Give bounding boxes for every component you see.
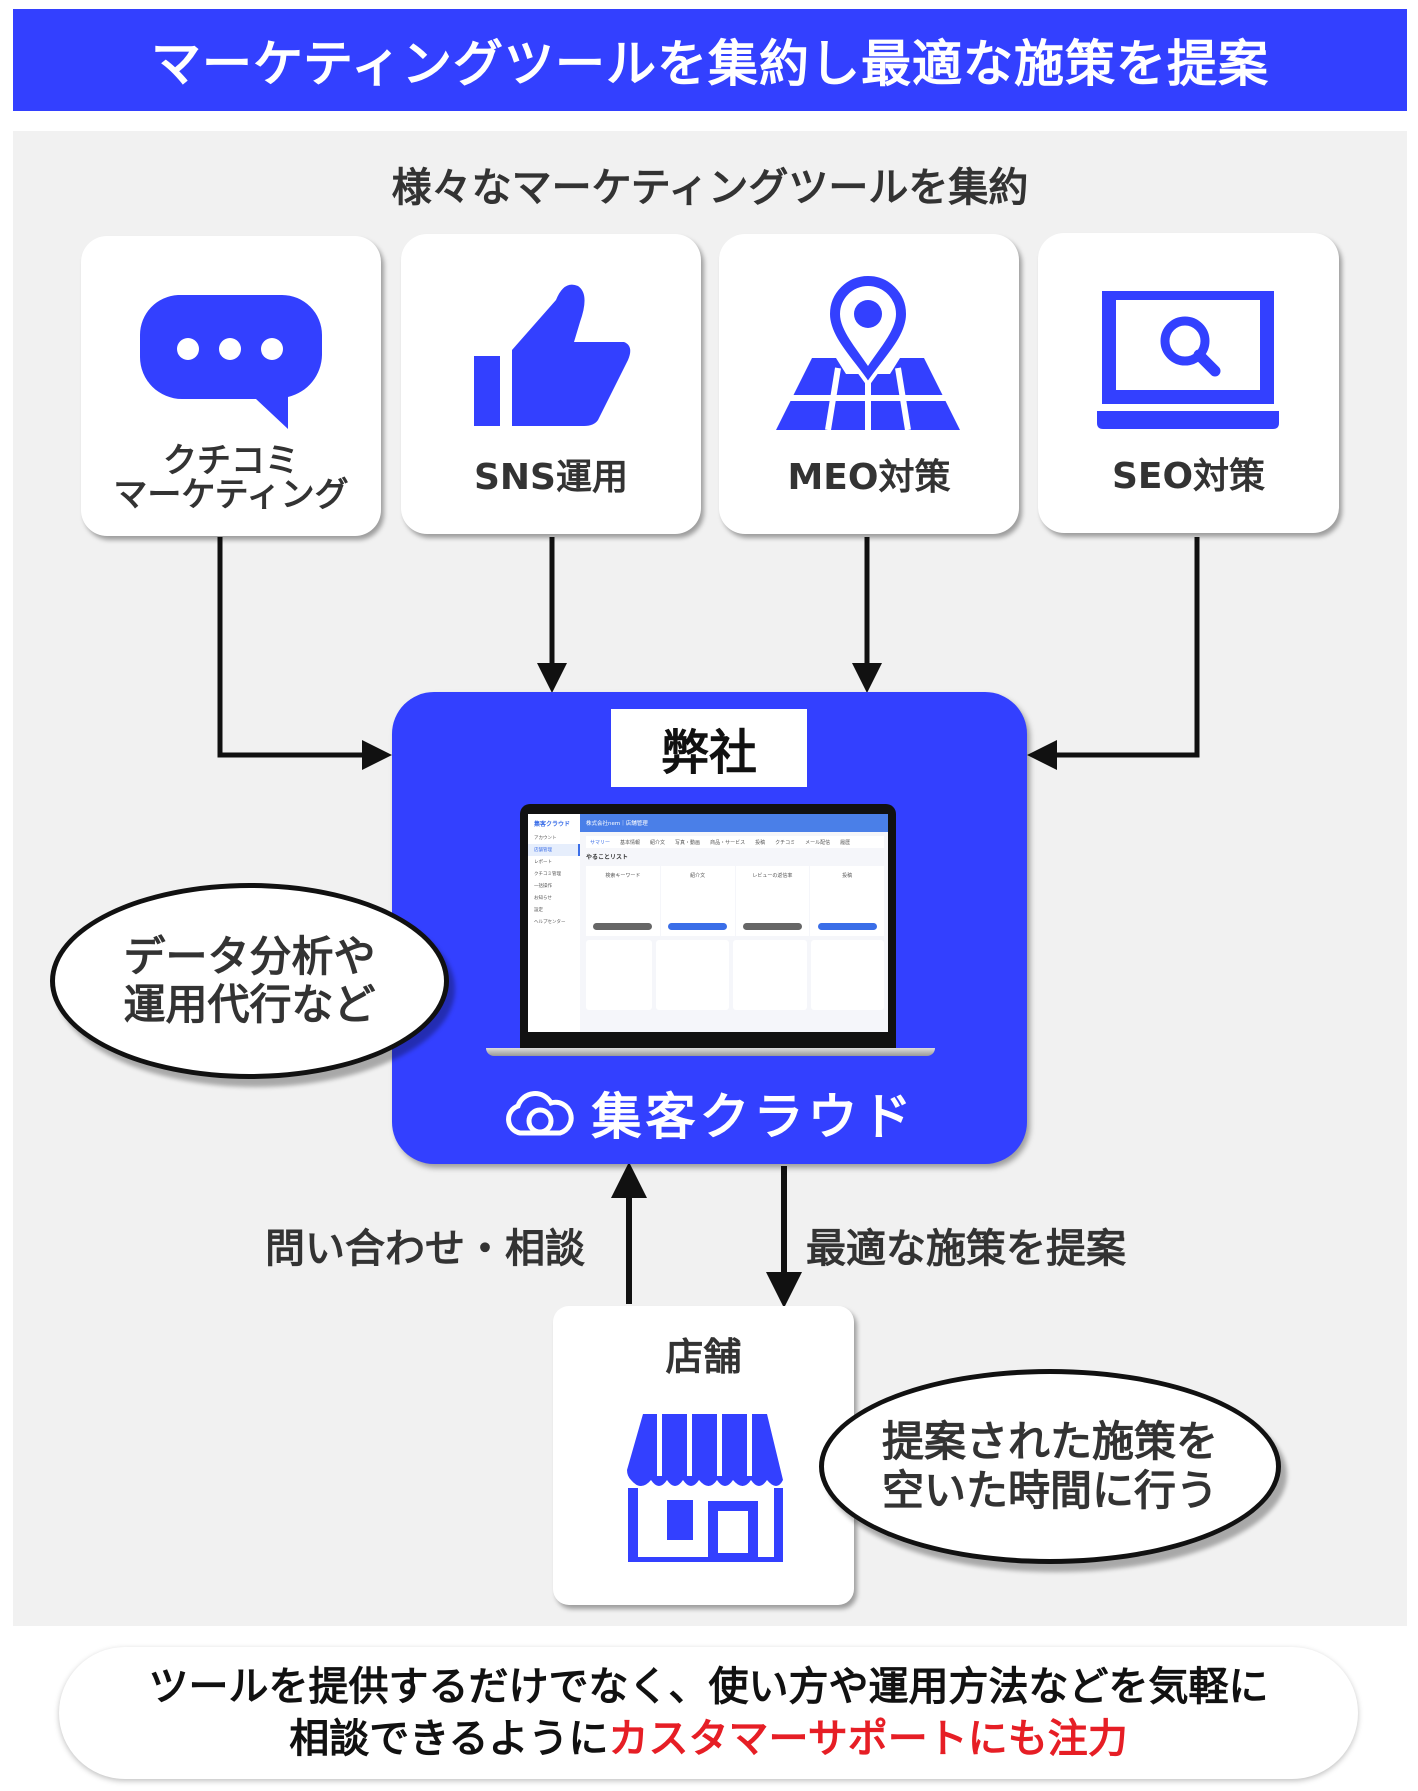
todo-card: 投稿: [810, 866, 884, 936]
service-bubble: データ分析や運用代行など: [50, 883, 449, 1079]
support-banner: ツールを提供するだけでなく、使い方や運用方法などを気軽に 相談できるようにカスタ…: [59, 1647, 1358, 1779]
action-bubble: 提案された施策を空いた時間に行う: [819, 1369, 1281, 1564]
tool-card-word-of-mouth: クチコミマーケティング: [81, 236, 381, 536]
page-title: マーケティングツールを集約し最適な施策を提案: [151, 35, 1269, 93]
sidebar-item: 店舗管理: [528, 844, 580, 856]
support-text-line1: ツールを提供するだけでなく、使い方や運用方法などを気軽に: [148, 1664, 1269, 1710]
tool-label: SNS運用: [474, 457, 628, 498]
app-tab: 投稿: [755, 839, 766, 846]
sidebar-item: クチコミ管理: [534, 872, 561, 877]
proposal-label: 最適な施策を提案: [806, 1226, 1126, 1272]
sidebar-item: ヘルプセンター: [534, 920, 566, 925]
sidebar-item: 一括操作: [534, 884, 552, 889]
app-tab: 商品・サービス: [710, 839, 746, 846]
support-text: 相談できるように: [289, 1716, 609, 1762]
app-tab: サマリー: [590, 839, 611, 846]
page-header: マーケティングツールを集約し最適な施策を提案: [13, 9, 1407, 111]
sidebar-item: アカウント: [534, 836, 557, 841]
store-card: 店舗: [553, 1306, 854, 1605]
tool-card-seo: SEO対策: [1038, 233, 1339, 533]
cloud-logo-icon: [505, 1091, 574, 1136]
laptop-base: [486, 1048, 935, 1056]
todo-card-title: 検索キーワード: [605, 873, 641, 879]
app-tab: 紹介文: [650, 839, 666, 846]
tool-label: MEO対策: [787, 457, 951, 498]
todo-cards: 検索キーワード 紹介文 レビューの返信率 投稿: [586, 866, 884, 936]
todo-card: レビューの返信率: [735, 866, 810, 936]
todo-title: やることリスト: [586, 854, 629, 861]
thumbs-up-icon: [474, 284, 631, 426]
laptop-screen: 集客クラウド アカウント 店舗管理 レポート クチコミ管理 一括操作 お知らせ …: [520, 804, 896, 1048]
bubble-text: データ分析や: [123, 931, 376, 981]
todo-card-title: 投稿: [842, 873, 853, 879]
chat-bubble-icon: [139, 295, 322, 429]
support-highlight: カスタマーサポートにも注力: [608, 1716, 1128, 1762]
todo-card-title: 紹介文: [690, 873, 706, 879]
map-pin-icon: [776, 272, 960, 431]
app-tab: メール配信: [805, 839, 831, 846]
app-tabs: サマリー 基本情報 紹介文 写真・動画 商品・サービス 投稿 クチコミ メール配…: [586, 836, 884, 848]
company-platform-box: 弊社 集客クラウド アカウント 店舗管理 レポート クチコミ管理 一括操作 お知…: [392, 692, 1027, 1164]
tool-label-line1: クチコミ: [163, 441, 299, 481]
todo-card: 検索キーワード: [586, 866, 660, 936]
tips-cards: [586, 940, 884, 1010]
store-label: 店舗: [665, 1335, 742, 1379]
tool-label: SEO対策: [1111, 456, 1266, 497]
bubble-text: 運用代行など: [123, 980, 376, 1029]
company-label: 弊社: [611, 709, 807, 787]
app-preview: 集客クラウド アカウント 店舗管理 レポート クチコミ管理 一括操作 お知らせ …: [528, 814, 888, 1032]
app-tab: 写真・動画: [675, 839, 701, 846]
app-brand: 集客クラウド: [534, 820, 571, 828]
arrow-seo: [1027, 537, 1200, 770]
sidebar-item: お知らせ: [534, 896, 552, 901]
laptop-search-icon: [1097, 291, 1279, 429]
inquiry-label: 問い合わせ・相談: [265, 1226, 585, 1272]
bubble-text: 空いた時間に行う: [881, 1465, 1218, 1515]
tool-label-line2: マーケティング: [113, 475, 349, 515]
todo-card: 紹介文: [660, 866, 735, 936]
arrow-word-of-mouth: [217, 537, 392, 770]
app-tab: 履歴: [840, 839, 851, 846]
tool-card-sns: SNS運用: [401, 234, 701, 534]
app-tab: クチコミ: [775, 839, 796, 846]
product-name: 集客クラウド: [591, 1088, 916, 1146]
section-subtitle: 様々なマーケティングツールを集約: [391, 165, 1029, 211]
todo-card-title: レビューの返信率: [752, 873, 793, 879]
app-tab: 基本情報: [620, 839, 641, 846]
sidebar-item: 設定: [534, 908, 543, 913]
sidebar-item: レポート: [534, 860, 552, 865]
tool-card-meo: MEO対策: [719, 234, 1019, 534]
product-brand: 集客クラウド: [392, 1077, 1027, 1149]
support-text-line2: 相談できるようにカスタマーサポートにも注力: [289, 1713, 1127, 1765]
bubble-text: 提案された施策を: [881, 1417, 1218, 1467]
app-sidebar: 集客クラウド アカウント 店舗管理 レポート クチコミ管理 一括操作 お知らせ …: [528, 814, 580, 1032]
laptop-screenshot: 集客クラウド アカウント 店舗管理 レポート クチコミ管理 一括操作 お知らせ …: [486, 804, 935, 1058]
app-topbar: 株式会社nem｜店舗管理: [580, 814, 888, 832]
storefront-icon: [627, 1414, 783, 1562]
